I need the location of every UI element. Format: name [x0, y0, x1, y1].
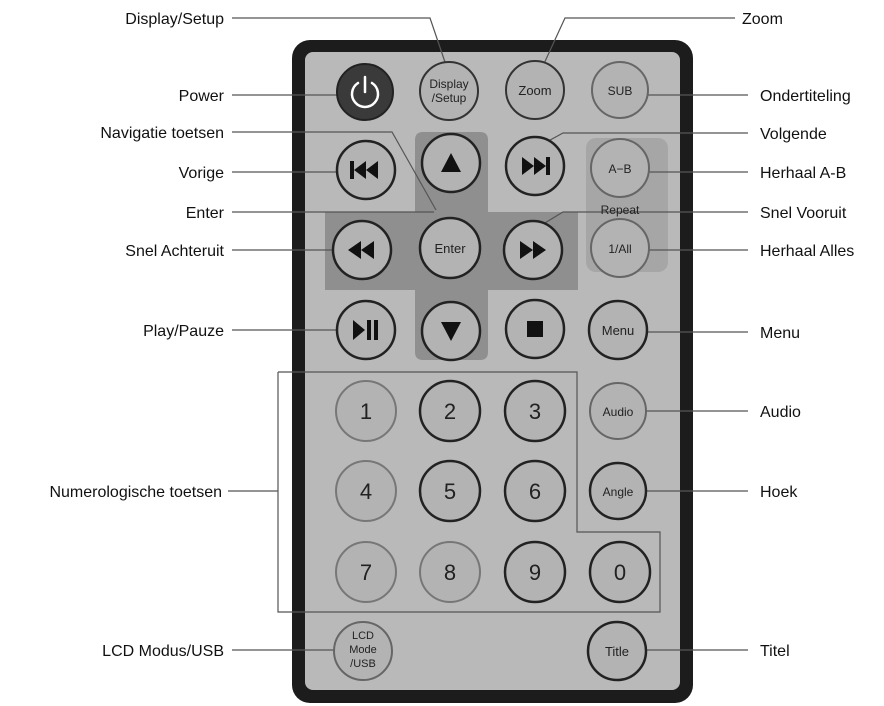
label-play-pauze: Play/Pauze	[143, 323, 224, 340]
display-setup-text-1: Display	[429, 77, 468, 91]
lcd-text-2: Mode	[349, 644, 377, 656]
number-5-button[interactable]: 5	[418, 459, 482, 523]
zoom-button-text: Zoom	[518, 83, 551, 98]
label-numerologische-toetsen: Numerologische toetsen	[49, 484, 222, 501]
repeat-all-button[interactable]: 1/All	[590, 218, 650, 278]
number-2-text: 2	[444, 399, 456, 424]
ab-button-text: A−B	[608, 162, 631, 176]
label-lcd-modus-usb: LCD Modus/USB	[102, 643, 224, 660]
label-power: Power	[179, 88, 225, 105]
label-zoom: Zoom	[742, 11, 783, 28]
power-button[interactable]	[336, 63, 394, 121]
label-vorige: Vorige	[179, 165, 224, 182]
number-2-button[interactable]: 2	[418, 379, 482, 443]
label-menu: Menu	[760, 325, 800, 342]
title-button[interactable]: Title	[586, 620, 648, 682]
angle-button-text: Angle	[603, 485, 634, 499]
number-5-text: 5	[444, 479, 456, 504]
label-snel-achteruit: Snel Achteruit	[125, 243, 224, 260]
play-pause-button[interactable]	[335, 299, 397, 361]
display-setup-button[interactable]: Display /Setup	[419, 61, 479, 121]
menu-button[interactable]: Menu	[587, 299, 649, 361]
number-7-button[interactable]: 7	[335, 541, 397, 603]
label-display-setup: Display/Setup	[125, 11, 224, 28]
play-pause-icon	[353, 320, 378, 340]
label-ondertiteling: Ondertiteling	[760, 88, 851, 105]
rewind-button[interactable]	[331, 219, 393, 281]
number-9-button[interactable]: 9	[503, 540, 567, 604]
previous-button[interactable]	[335, 139, 397, 201]
repeat-all-text: 1/All	[608, 242, 631, 256]
previous-icon	[350, 161, 378, 179]
fast-forward-button[interactable]	[502, 219, 564, 281]
number-6-button[interactable]: 6	[503, 459, 567, 523]
number-8-text: 8	[444, 560, 456, 585]
number-0-text: 0	[614, 560, 626, 585]
number-3-text: 3	[529, 399, 541, 424]
stop-icon	[527, 321, 543, 337]
label-snel-vooruit: Snel Vooruit	[760, 205, 847, 222]
label-enter: Enter	[186, 205, 225, 222]
up-arrow-icon	[441, 153, 461, 172]
lcd-text-1: LCD	[352, 630, 374, 642]
zoom-button[interactable]: Zoom	[505, 60, 565, 120]
label-audio: Audio	[760, 404, 801, 421]
number-3-button[interactable]: 3	[503, 379, 567, 443]
label-navigatie-toetsen: Navigatie toetsen	[100, 125, 224, 142]
ab-repeat-button[interactable]: A−B	[590, 138, 650, 198]
label-herhaal-alles: Herhaal Alles	[760, 243, 854, 260]
audio-button[interactable]: Audio	[589, 382, 647, 440]
fast-forward-icon	[520, 241, 546, 259]
audio-button-text: Audio	[603, 405, 634, 419]
label-herhaal-ab: Herhaal A-B	[760, 165, 846, 182]
sub-button[interactable]: SUB	[591, 61, 649, 119]
up-button[interactable]	[420, 132, 482, 194]
number-1-text: 1	[360, 399, 372, 424]
down-button[interactable]	[420, 300, 482, 362]
display-setup-text-2: /Setup	[432, 91, 467, 105]
enter-button-text: Enter	[434, 241, 466, 256]
label-titel: Titel	[760, 643, 790, 660]
number-7-text: 7	[360, 560, 372, 585]
number-9-text: 9	[529, 560, 541, 585]
power-icon	[350, 81, 380, 109]
number-6-text: 6	[529, 479, 541, 504]
label-hoek: Hoek	[760, 484, 798, 501]
number-1-button[interactable]: 1	[335, 380, 397, 442]
rewind-icon	[348, 241, 374, 259]
sub-button-text: SUB	[608, 84, 633, 98]
next-icon	[522, 157, 550, 175]
label-volgende: Volgende	[760, 126, 827, 143]
enter-button[interactable]: Enter	[418, 216, 482, 280]
next-button[interactable]	[504, 135, 566, 197]
number-0-button[interactable]: 0	[588, 540, 652, 604]
repeat-caption: Repeat	[601, 203, 640, 217]
lcd-text-3: /USB	[350, 658, 376, 670]
number-4-text: 4	[360, 479, 372, 504]
menu-button-text: Menu	[602, 323, 635, 338]
title-button-text: Title	[605, 644, 629, 659]
number-4-button[interactable]: 4	[335, 460, 397, 522]
angle-button[interactable]: Angle	[588, 461, 648, 521]
lcd-mode-usb-button[interactable]: LCD Mode /USB	[333, 621, 393, 681]
stop-button[interactable]	[504, 298, 566, 360]
number-8-button[interactable]: 8	[419, 541, 481, 603]
down-arrow-icon	[441, 322, 461, 341]
